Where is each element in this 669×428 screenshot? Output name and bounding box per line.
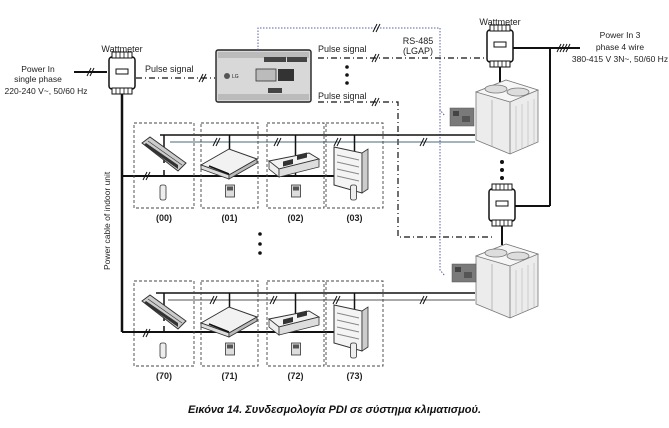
indoor-unit-top-3: (03) bbox=[325, 122, 384, 223]
wireless-remote-icon bbox=[159, 184, 167, 201]
ceiling-cassette-indoor-unit-icon bbox=[200, 148, 258, 180]
wireless-remote-icon bbox=[350, 184, 357, 201]
indoor-unit-top-1: (01) bbox=[200, 122, 259, 223]
pdi-logo: LG bbox=[232, 74, 239, 80]
cable-tick-mark bbox=[142, 137, 428, 181]
rs485-protocol-label: (LGAP) bbox=[403, 46, 433, 56]
wired-remote-icon bbox=[225, 184, 235, 198]
wattmeter-right-label: Wattmeter bbox=[479, 17, 520, 27]
indoor-unit-boundary bbox=[266, 122, 325, 209]
indoor-unit-address: (00) bbox=[156, 213, 172, 223]
cable-tick-mark bbox=[371, 97, 380, 107]
indoor-unit-bottom-0: (70) bbox=[133, 280, 195, 381]
wattmeter-left-label: Wattmeter bbox=[101, 44, 142, 54]
wired-remote-icon bbox=[225, 342, 235, 356]
outdoor-unit-top-icon bbox=[475, 79, 539, 155]
indoor-unit-boundary bbox=[133, 280, 195, 367]
wattmeter-lower-icon bbox=[488, 183, 516, 227]
ellipsis-dots-pdi bbox=[345, 65, 349, 85]
cable-tick-mark bbox=[198, 73, 207, 83]
pulse-signal-left-label: Pulse signal bbox=[145, 64, 194, 74]
wired-remote-icon bbox=[291, 184, 301, 198]
indoor-unit-address: (70) bbox=[156, 371, 172, 381]
indoor-units-top-group: (00) (01) (02) (03) bbox=[133, 122, 384, 223]
pcb-top-icon bbox=[449, 107, 475, 127]
indoor-unit-boundary bbox=[325, 280, 384, 367]
rs485-line bbox=[257, 27, 446, 117]
pulse-signal-top-label: Pulse signal bbox=[318, 44, 367, 54]
wireless-remote-icon bbox=[350, 342, 357, 359]
indoor-unit-address: (71) bbox=[221, 371, 237, 381]
indoor-unit-boundary bbox=[266, 280, 325, 367]
cable-tick-mark bbox=[86, 67, 95, 77]
power-cable-indoor-label: Power cable of indoor unit bbox=[102, 171, 112, 270]
indoor-unit-top-0: (00) bbox=[133, 122, 195, 223]
cable-tick-mark bbox=[556, 43, 571, 53]
rs485-label: RS-485 bbox=[403, 36, 434, 46]
ducted-indoor-unit-icon bbox=[268, 152, 320, 178]
indoor-unit-boundary bbox=[133, 122, 195, 209]
ellipsis-dots-outdoor bbox=[500, 160, 504, 180]
indoor-unit-address: (02) bbox=[287, 213, 303, 223]
indoor-unit-bottom-3: (73) bbox=[325, 280, 384, 381]
ellipsis-dots-indoor bbox=[258, 232, 262, 255]
power-in-three-label-3: 380-415 V 3N~, 50/60 Hz bbox=[572, 54, 668, 64]
pcb-bottom-icon bbox=[451, 263, 477, 283]
outdoor-unit-bottom-icon bbox=[475, 243, 539, 319]
indoor-unit-boundary bbox=[325, 122, 384, 209]
indoor-units-bottom-group: (70) (71) (72) (73) bbox=[133, 280, 384, 381]
power-in-three-label-2: phase 4 wire bbox=[596, 42, 644, 52]
power-in-single-label: Power In bbox=[21, 64, 55, 74]
power-in-three-label: Power In 3 bbox=[600, 30, 641, 40]
cable-tick-mark bbox=[142, 295, 428, 338]
pulse-signal-bottom-label: Pulse signal bbox=[318, 91, 367, 101]
pulse-signal-line-bottom bbox=[318, 101, 495, 238]
wireless-remote-icon bbox=[159, 342, 167, 359]
pdi-controller: LG bbox=[215, 49, 312, 103]
power-in-single-label-2: single phase bbox=[14, 74, 62, 84]
figure-caption: Εικόνα 14. Συνδεσμολογία PDI σε σύστημα … bbox=[188, 404, 481, 416]
cable-tick-mark bbox=[372, 23, 381, 33]
cable-tick-mark bbox=[371, 53, 380, 63]
indoor-unit-address: (03) bbox=[346, 213, 362, 223]
indoor-unit-address: (73) bbox=[346, 371, 362, 381]
indoor-unit-address: (01) bbox=[221, 213, 237, 223]
indoor-unit-bottom-1: (71) bbox=[200, 280, 259, 381]
power-in-single-label-3: 220-240 V~, 50/60 Hz bbox=[5, 86, 88, 96]
wattmeter-right-icon bbox=[486, 24, 514, 68]
indoor-unit-top-2: (02) bbox=[266, 122, 325, 223]
wattmeter-left-icon bbox=[108, 51, 136, 95]
rs485-line-to-lower bbox=[439, 110, 446, 277]
indoor-unit-address: (72) bbox=[287, 371, 303, 381]
indoor-unit-bottom-2: (72) bbox=[266, 280, 325, 381]
wired-remote-icon bbox=[291, 342, 301, 356]
